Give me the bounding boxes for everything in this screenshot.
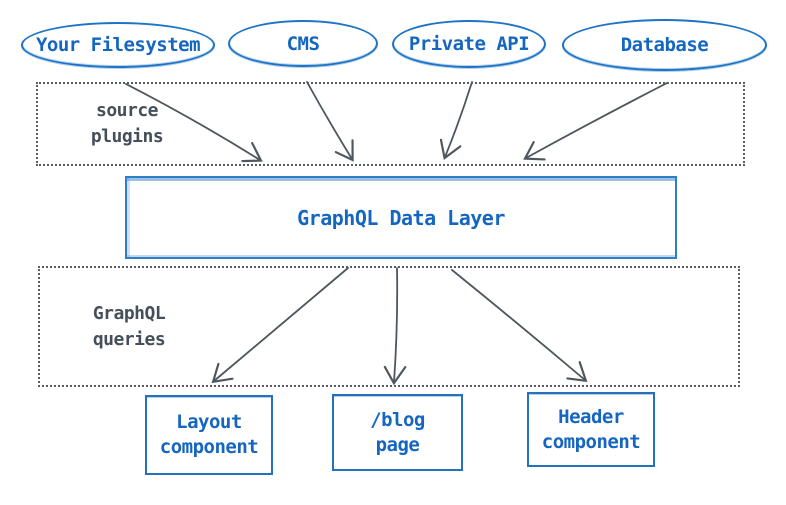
consumer-node-blog-page: /blog page xyxy=(332,394,463,471)
source-node-private-api: Private API xyxy=(392,20,546,68)
graphql-queries-region: GraphQL queries xyxy=(38,266,740,387)
source-plugins-label-line2: plugins xyxy=(90,126,164,147)
consumer-node-blog-line1: /blog xyxy=(370,408,425,431)
source-plugins-region: source plugins xyxy=(36,82,745,166)
source-plugins-label: source plugins xyxy=(52,84,202,164)
source-node-your-filesystem: Your Filesystem xyxy=(21,22,215,68)
consumer-node-header-line2: component xyxy=(541,430,641,453)
consumer-node-header-line1: Header xyxy=(558,405,624,428)
consumer-node-blog-line2: page xyxy=(375,433,420,456)
consumer-node-layout-line1: Layout xyxy=(176,411,242,433)
source-node-database-label: Database xyxy=(620,34,709,56)
graphql-data-layer-node: GraphQL Data Layer xyxy=(125,176,677,259)
graphql-queries-label-line2: queries xyxy=(92,328,166,350)
graphql-queries-label: GraphQL queries xyxy=(54,268,204,385)
graphql-data-layer-label: GraphQL Data Layer xyxy=(297,205,505,230)
source-node-database: Database xyxy=(562,19,767,71)
source-node-your-filesystem-label: Your Filesystem xyxy=(35,34,201,56)
consumer-node-layout-component: Layout component xyxy=(145,395,273,475)
source-plugins-label-line1: source xyxy=(95,100,159,121)
source-node-cms: CMS xyxy=(228,20,378,67)
consumer-node-header-component: Header component xyxy=(527,392,655,467)
source-node-cms-label: CMS xyxy=(286,32,320,55)
source-node-private-api-label: Private API xyxy=(408,33,530,55)
graphql-queries-label-line1: GraphQL xyxy=(92,302,166,324)
consumer-node-layout-line2: component xyxy=(159,436,259,458)
